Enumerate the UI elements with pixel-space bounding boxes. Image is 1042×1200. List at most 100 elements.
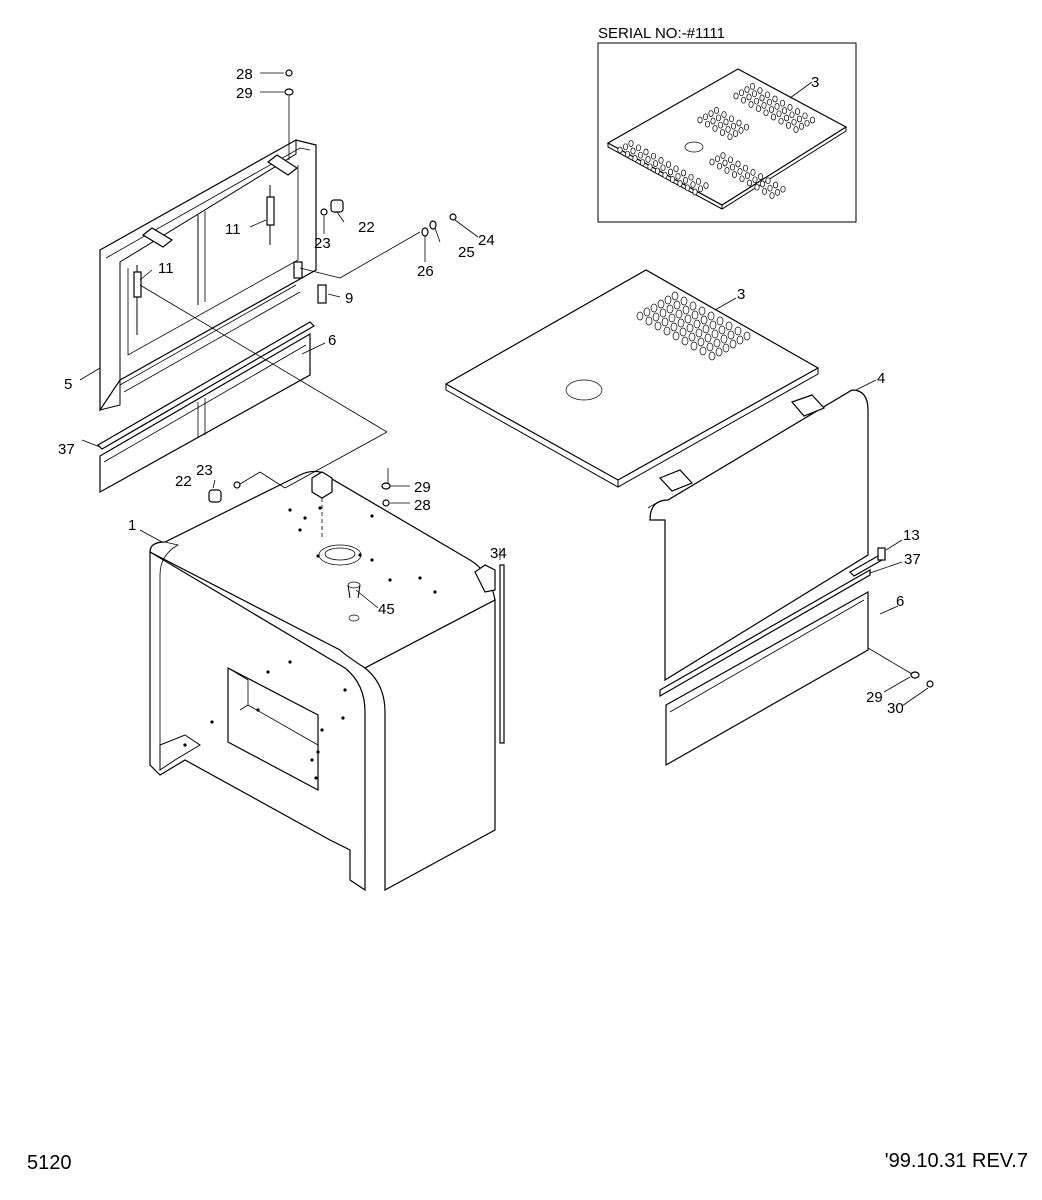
vent-hole — [677, 180, 683, 187]
callout-9: 9 — [345, 290, 353, 307]
vent-hole — [716, 162, 723, 170]
vent-hole — [697, 337, 705, 347]
vent-hole — [729, 163, 736, 171]
vent-hole — [774, 103, 780, 110]
callout-37: 37 — [58, 441, 75, 458]
vent-hole — [680, 296, 688, 306]
mounting-hole — [288, 508, 292, 512]
vent-hole — [630, 147, 636, 155]
vent-hole — [709, 158, 715, 166]
serial-inset: SERIAL NO:-#1111 — [597, 25, 857, 223]
vent-hole — [661, 317, 669, 327]
vent-hole — [781, 107, 788, 114]
vent-hole — [647, 163, 653, 171]
fasteners — [208, 69, 934, 688]
vent-hole — [750, 169, 756, 176]
vent-hole — [645, 316, 653, 326]
vent-hole — [798, 123, 805, 130]
vent-hole — [688, 173, 694, 181]
vent-hole — [738, 89, 745, 97]
mounting-hole — [183, 743, 187, 747]
vent-hole — [732, 130, 739, 137]
washer-23-upper — [320, 208, 328, 216]
top-plate-3 — [444, 269, 820, 488]
hood-mounting-holes — [183, 506, 437, 780]
vent-hole — [768, 106, 775, 113]
vent-hole — [774, 189, 781, 196]
vent-hole — [734, 326, 742, 336]
mounting-hole — [388, 578, 392, 582]
vent-hole — [716, 316, 724, 326]
vent-hole — [772, 95, 778, 103]
washer-29-right — [910, 671, 920, 679]
callout-3-inset: 3 — [811, 74, 819, 91]
side-door-4 — [647, 389, 886, 682]
vent-hole — [809, 116, 816, 124]
vent-hole — [632, 155, 638, 162]
vent-hole — [703, 182, 709, 189]
vent-hole — [736, 119, 742, 127]
vent-hole — [689, 301, 697, 311]
vent-hole — [715, 347, 723, 357]
vent-hole — [785, 122, 792, 129]
callout-11: 11 — [158, 260, 174, 277]
callout-22: 22 — [358, 219, 375, 236]
mounting-hole — [358, 553, 362, 557]
vent-hole — [635, 144, 642, 152]
seal-strip-37-right — [659, 568, 871, 698]
vent-hole — [690, 341, 698, 351]
vent-hole — [731, 171, 738, 178]
vent-hole — [759, 180, 766, 188]
vent-hole — [706, 342, 714, 352]
vent-hole — [761, 102, 767, 109]
vent-hole — [663, 326, 671, 336]
mounting-hole — [341, 716, 345, 720]
nut-22-upper — [330, 199, 344, 213]
vent-hole — [709, 320, 717, 330]
vent-hole — [695, 178, 702, 185]
callout-3: 3 — [737, 286, 745, 303]
vent-hole — [704, 120, 711, 128]
mounting-hole — [256, 708, 260, 712]
vent-hole — [688, 332, 696, 342]
vent-hole — [697, 116, 703, 124]
vent-hole — [728, 115, 735, 123]
inset-top-plate — [606, 68, 848, 210]
vent-hole — [720, 334, 728, 344]
vent-hole — [669, 176, 676, 183]
vent-hole — [693, 319, 701, 329]
washer-25 — [429, 220, 437, 230]
vent-hole — [643, 307, 651, 317]
rear-door-assembly — [99, 139, 327, 412]
vent-hole — [779, 99, 786, 107]
vent-hole — [700, 315, 708, 325]
seal-34 — [499, 564, 505, 744]
mounting-hole — [320, 728, 324, 732]
vent-hole — [729, 339, 737, 349]
bolt-30 — [926, 680, 934, 688]
callout-28: 28 — [236, 66, 253, 83]
vent-hole — [770, 113, 777, 121]
mounting-hole — [318, 506, 322, 510]
callout-24: 24 — [478, 232, 495, 249]
vent-hole — [722, 159, 728, 167]
washer-26 — [421, 227, 429, 237]
callout-28-middle: 28 — [414, 497, 431, 514]
vent-hole — [753, 97, 760, 105]
vent-hole — [679, 327, 687, 337]
vent-hole — [650, 152, 657, 160]
mounting-hole — [418, 576, 422, 580]
vent-hole — [735, 160, 741, 168]
mounting-hole — [298, 528, 302, 532]
vent-hole — [658, 157, 664, 164]
vent-hole — [686, 323, 694, 333]
vent-hole — [682, 305, 690, 315]
side-lower-panel — [659, 568, 871, 767]
vent-hole — [660, 164, 666, 172]
side-door-hinge-upper — [790, 394, 826, 417]
vent-hole — [654, 167, 661, 175]
hinge-right — [266, 154, 299, 176]
vent-hole — [637, 151, 644, 159]
callout-29-right: 29 — [866, 689, 883, 706]
mounting-hole — [314, 776, 318, 780]
